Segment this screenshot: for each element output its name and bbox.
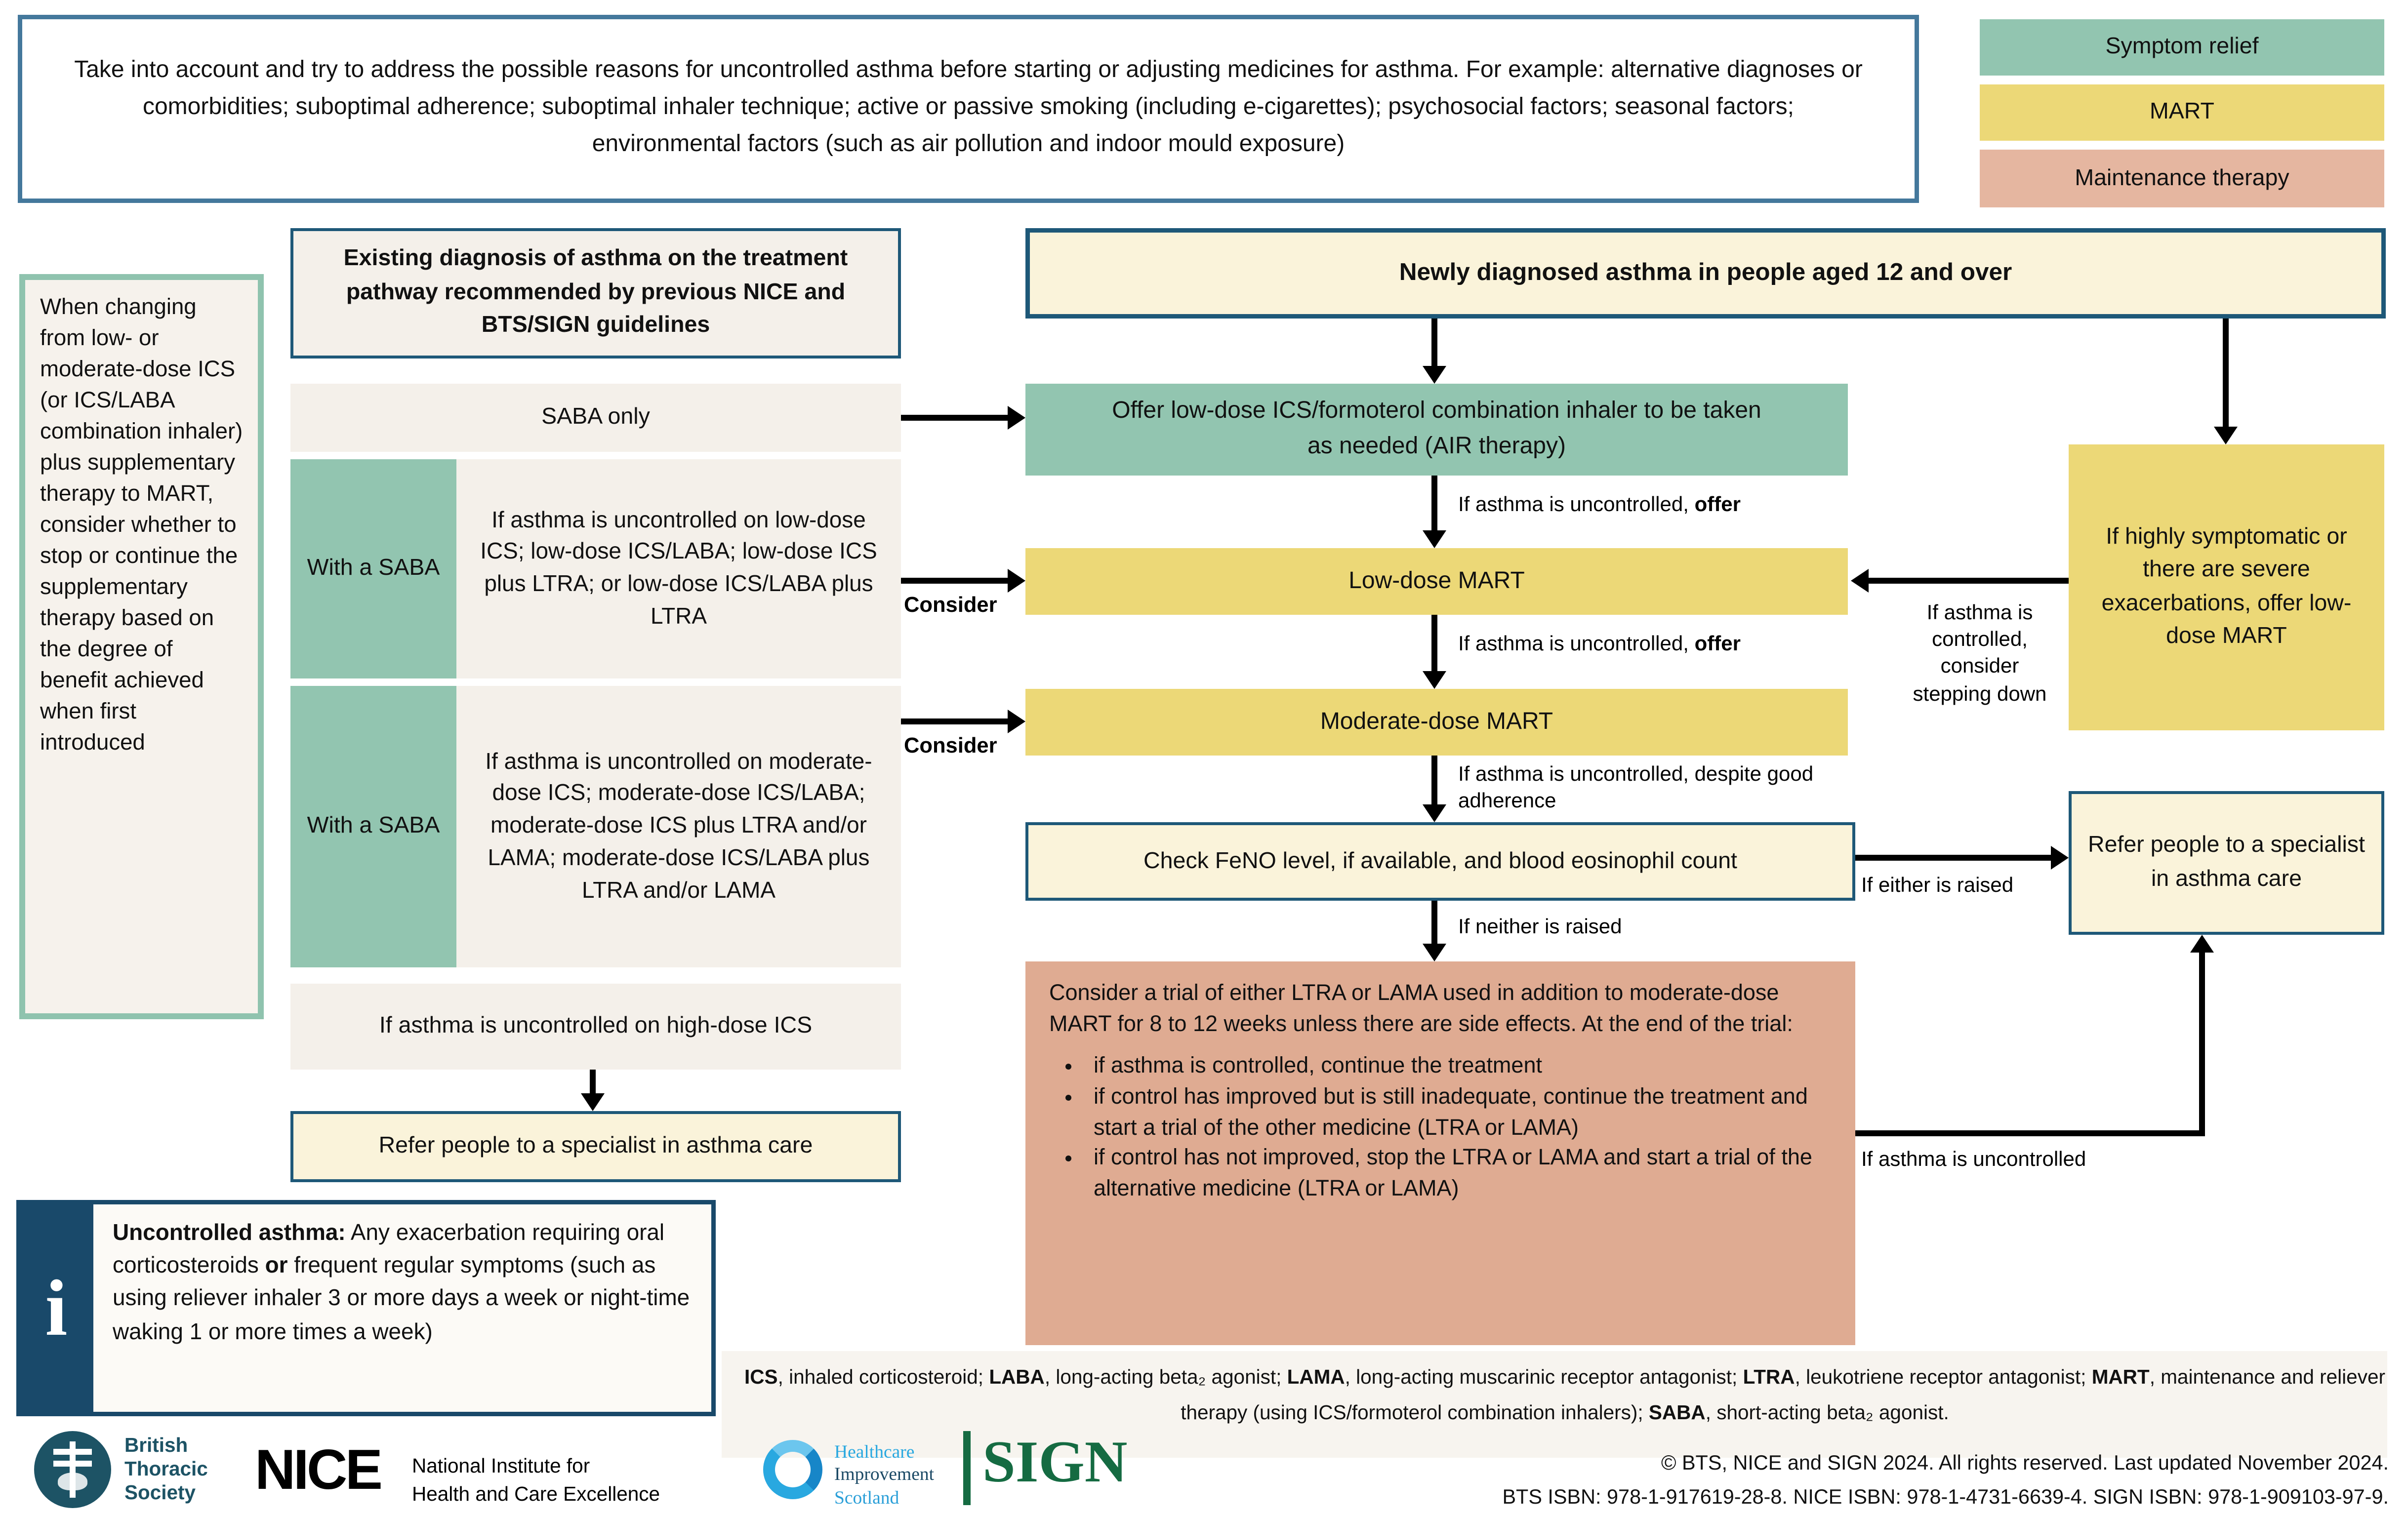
air-therapy-text: Offer low-dose ICS/formoterol combinatio… bbox=[1112, 399, 1761, 459]
label-uncontrolled-offer-2: If asthma is uncontrolled, offer bbox=[1458, 631, 1741, 655]
row-moderate-desc-text: If asthma is uncontrolled on moderate-do… bbox=[485, 749, 872, 903]
row-moderate-tag-text: With a SABA bbox=[307, 813, 440, 839]
copyright-line-2: BTS ISBN: 978-1-917619-28-8. NICE ISBN: … bbox=[1502, 1485, 2389, 1508]
legend-symptom-relief: Symptom relief bbox=[1980, 19, 2384, 76]
uncontrolled-asthma-definition: Uncontrolled asthma: Any exacerbation re… bbox=[113, 1221, 690, 1345]
existing-diagnosis-header-text: Existing diagnosis of asthma on the trea… bbox=[343, 246, 848, 338]
trial-bullet-3: if control has not improved, stop the LT… bbox=[1088, 1144, 1832, 1205]
top-note-box: Take into account and try to address the… bbox=[18, 15, 1919, 203]
sign-logo-wordmark: SIGN bbox=[982, 1428, 1128, 1495]
trial-bullet-2: if control has improved but is still ina… bbox=[1088, 1083, 1832, 1144]
legend-mart: MART bbox=[1980, 84, 2384, 141]
feno-check-box: Check FeNO level, if available, and bloo… bbox=[1025, 822, 1855, 901]
label-consider-moderate: Consider bbox=[904, 735, 997, 758]
label-either-raised: If either is raised bbox=[1861, 873, 2014, 896]
row-saba-only: SABA only bbox=[290, 384, 901, 452]
row-low-desc-text: If asthma is uncontrolled on low-dose IC… bbox=[480, 507, 877, 630]
nice-logo-subtitle: National Institute for Health and Care E… bbox=[412, 1453, 660, 1509]
legend-mart-label: MART bbox=[2150, 99, 2214, 124]
trial-intro-text: Consider a trial of either LTRA or LAMA … bbox=[1049, 981, 1793, 1037]
info-icon: i bbox=[19, 1203, 93, 1413]
low-dose-mart-box: Low-dose MART bbox=[1025, 548, 1848, 615]
refer-specialist-left-text: Refer people to a specialist in asthma c… bbox=[378, 1133, 813, 1158]
low-dose-mart-text: Low-dose MART bbox=[1348, 568, 1525, 594]
copyright-block: © BTS, NICE and SIGN 2024. All rights re… bbox=[1245, 1447, 2389, 1515]
trial-bullet-list: if asthma is controlled, continue the tr… bbox=[1049, 1052, 1832, 1205]
info-i-glyph: i bbox=[45, 1264, 68, 1353]
top-note-text: Take into account and try to address the… bbox=[74, 58, 1863, 157]
label-uncontrolled-offer-1: If asthma is uncontrolled, offer bbox=[1458, 492, 1741, 516]
row-low-desc-cell: If asthma is uncontrolled on low-dose IC… bbox=[456, 459, 901, 678]
row-low-tag-text: With a SABA bbox=[307, 556, 440, 581]
refer-specialist-right-text: Refer people to a specialist in asthma c… bbox=[2088, 833, 2365, 891]
his-line-2: Improvement bbox=[834, 1464, 935, 1485]
bts-logo-text: British Thoracic Society bbox=[124, 1434, 208, 1506]
mart-change-note-text: When changing from low- or moderate-dose… bbox=[40, 295, 243, 755]
label-despite-adherence: If asthma is uncontrolled, despite good … bbox=[1458, 761, 1814, 812]
mart-change-note-box: When changing from low- or moderate-dose… bbox=[19, 274, 264, 1019]
abbreviations-band bbox=[722, 1351, 2387, 1458]
row-moderate-tag-cell: With a SABA bbox=[290, 686, 456, 967]
label-consider-low: Consider bbox=[904, 594, 997, 618]
copyright-line-1: © BTS, NICE and SIGN 2024. All rights re… bbox=[1661, 1452, 2389, 1474]
trial-bullet-1: if asthma is controlled, continue the tr… bbox=[1088, 1052, 1832, 1083]
his-line-1: Healthcare bbox=[834, 1441, 915, 1462]
nice-logo-wordmark: NICE bbox=[255, 1440, 383, 1502]
row-saba-only-text: SABA only bbox=[541, 404, 650, 430]
bts-line-2: Thoracic bbox=[124, 1458, 208, 1480]
label-neither-raised: If neither is raised bbox=[1458, 914, 1622, 938]
moderate-dose-mart-text: Moderate-dose MART bbox=[1320, 709, 1553, 734]
abbreviations-text: ICS, inhaled corticosteroid; LABA, long-… bbox=[744, 1366, 2385, 1424]
legend-symptom-relief-label: Symptom relief bbox=[2105, 34, 2259, 59]
legend-maintenance-label: Maintenance therapy bbox=[2075, 165, 2289, 191]
newly-diagnosed-text: Newly diagnosed asthma in people aged 12… bbox=[1399, 259, 2012, 286]
bts-logo-icon bbox=[34, 1431, 111, 1508]
highly-symptomatic-box: If highly symptomatic or there are sever… bbox=[2069, 444, 2384, 730]
legend-maintenance-therapy: Maintenance therapy bbox=[1980, 150, 2384, 207]
nice-subtitle-line-2: Health and Care Excellence bbox=[412, 1482, 660, 1505]
newly-diagnosed-header: Newly diagnosed asthma in people aged 12… bbox=[1025, 228, 2386, 319]
air-therapy-box: Offer low-dose ICS/formoterol combinatio… bbox=[1025, 384, 1848, 476]
row-moderate-desc-cell: If asthma is uncontrolled on moderate-do… bbox=[456, 686, 901, 967]
feno-check-text: Check FeNO level, if available, and bloo… bbox=[1143, 848, 1737, 874]
uncontrolled-asthma-info-box: i Uncontrolled asthma: Any exacerbation … bbox=[16, 1200, 716, 1416]
refer-specialist-left-box: Refer people to a specialist in asthma c… bbox=[290, 1111, 901, 1182]
his-logo-icon bbox=[763, 1440, 822, 1499]
refer-specialist-right-box: Refer people to a specialist in asthma c… bbox=[2069, 791, 2384, 935]
label-controlled-stepdown: If asthma is controlled, consider steppi… bbox=[1913, 600, 2047, 705]
label-uncontrolled-to-refer: If asthma is uncontrolled bbox=[1861, 1147, 2086, 1170]
his-logo-text: Healthcare Improvement Scotland bbox=[834, 1441, 934, 1509]
bts-line-1: British bbox=[124, 1434, 188, 1456]
moderate-dose-mart-box: Moderate-dose MART bbox=[1025, 689, 1848, 756]
nice-subtitle-line-1: National Institute for bbox=[412, 1455, 590, 1477]
row-low-tag-cell: With a SABA bbox=[290, 459, 456, 678]
highly-symptomatic-text: If highly symptomatic or there are sever… bbox=[2101, 523, 2352, 649]
his-line-3: Scotland bbox=[834, 1486, 899, 1508]
row-high-dose-text: If asthma is uncontrolled on high-dose I… bbox=[379, 1013, 813, 1038]
existing-diagnosis-header: Existing diagnosis of asthma on the trea… bbox=[290, 228, 901, 359]
sign-logo-divider bbox=[963, 1431, 971, 1505]
trial-box: Consider a trial of either LTRA or LAMA … bbox=[1025, 961, 1855, 1345]
row-high-dose: If asthma is uncontrolled on high-dose I… bbox=[290, 984, 901, 1070]
bts-line-3: Society bbox=[124, 1482, 196, 1505]
